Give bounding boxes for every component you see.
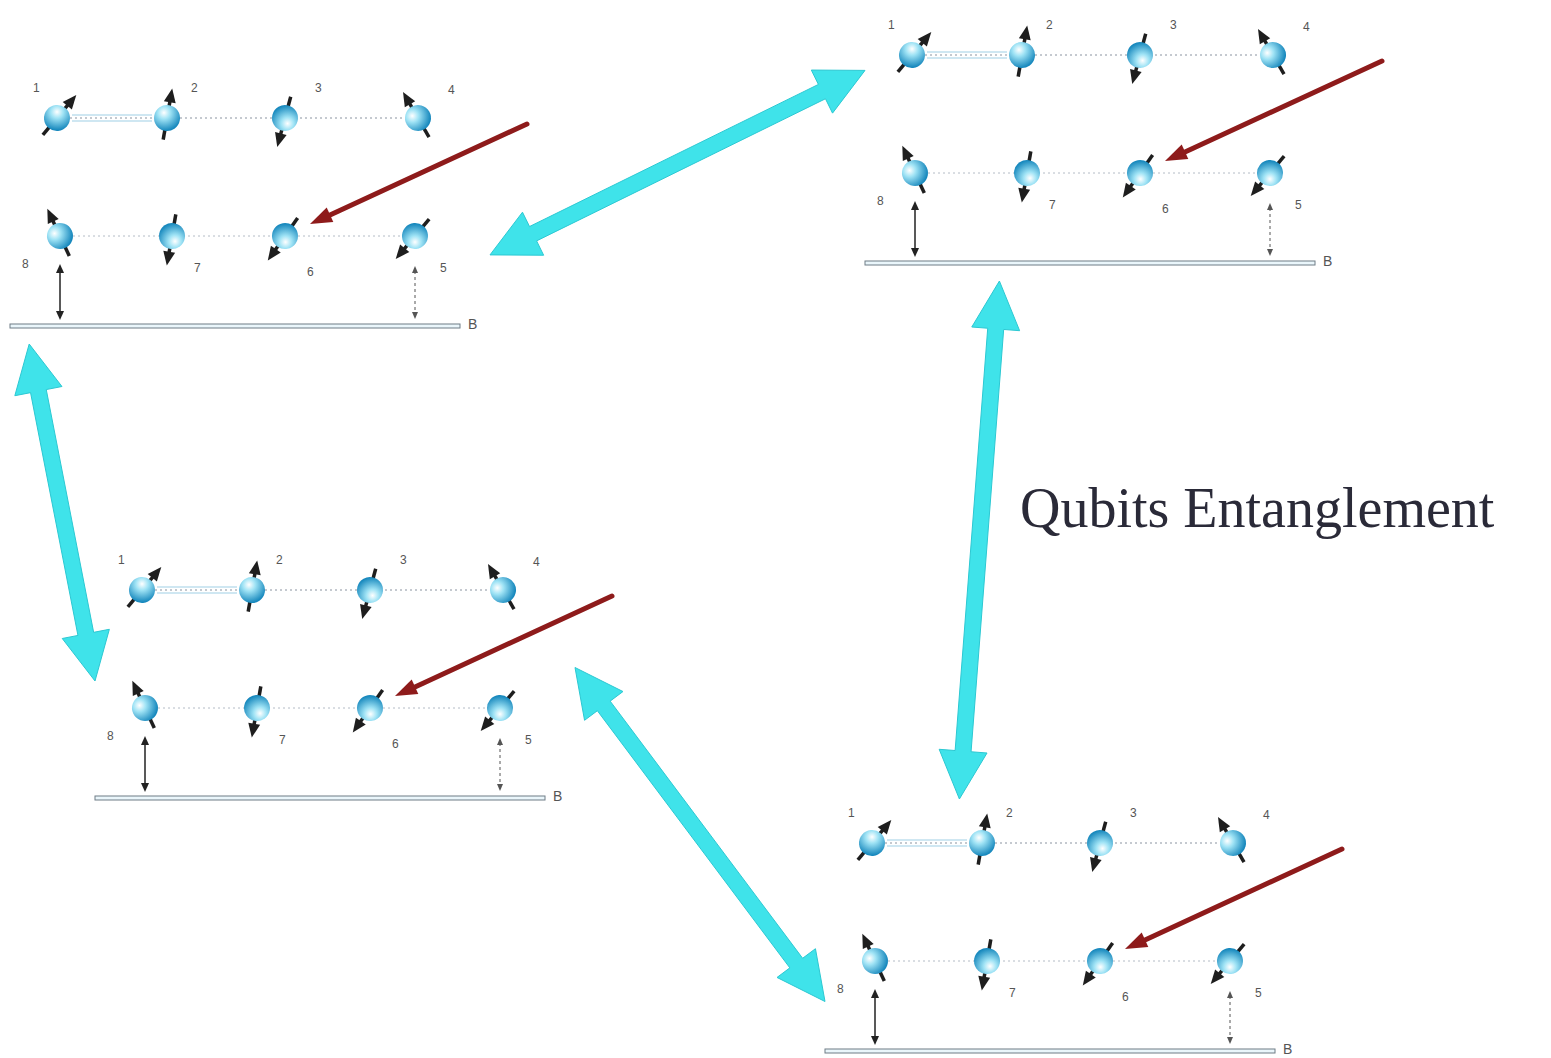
qubit-number: 2: [1046, 19, 1053, 31]
qubit-number: 6: [1162, 203, 1169, 215]
qubit-number: 3: [315, 82, 322, 94]
spin-panel: 1 2 3 4 8 7 6 5B: [95, 546, 575, 816]
spin-panel: 1 2 3 4 8 7 6 5B: [825, 799, 1305, 1058]
qubit-number: 8: [107, 730, 114, 742]
qubit-number: 6: [307, 266, 314, 278]
entanglement-arrow: [575, 668, 825, 1002]
spin-panel: [95, 558, 612, 800]
diagram-label: Qubits Entanglement: [1020, 478, 1494, 540]
qubit-number: 8: [837, 983, 844, 995]
qubit-number: 5: [440, 262, 447, 274]
spin-panel: [865, 23, 1382, 265]
qubit-number: 1: [118, 554, 125, 566]
qubit-number: 2: [276, 554, 283, 566]
entanglement-arrow: [490, 70, 865, 255]
qubit-number: 3: [400, 554, 407, 566]
field-label: B: [468, 317, 477, 331]
qubit-number: 6: [392, 738, 399, 750]
qubit-number: 5: [525, 734, 532, 746]
qubit-number: 1: [33, 82, 40, 94]
qubit-number: 4: [533, 556, 540, 568]
entanglement-arrow: [15, 344, 110, 681]
spin-panel: [825, 811, 1342, 1053]
qubit-number: 1: [888, 19, 895, 31]
spin-panel: [10, 86, 527, 328]
qubit-number: 7: [194, 262, 201, 274]
qubit-number: 4: [1263, 809, 1270, 821]
field-label: B: [553, 789, 562, 803]
field-label: B: [1283, 1042, 1292, 1056]
qubit-number: 8: [877, 195, 884, 207]
spin-panel: 1 2 3 4 8 7 6 5B: [10, 74, 490, 344]
qubit-number: 7: [1009, 987, 1016, 999]
qubit-number: 8: [22, 258, 29, 270]
qubit-number: 3: [1130, 807, 1137, 819]
qubit-number: 7: [279, 734, 286, 746]
qubit-number: 2: [1006, 807, 1013, 819]
qubit-number: 7: [1049, 199, 1056, 211]
qubit-number: 5: [1295, 199, 1302, 211]
entanglement-arrow: [939, 281, 1019, 799]
qubit-number: 3: [1170, 19, 1177, 31]
qubit-number: 6: [1122, 991, 1129, 1003]
spin-panel: 1 2 3 4 8 7 6 5B: [865, 11, 1345, 281]
qubit-number: 4: [1303, 21, 1310, 33]
field-label: B: [1323, 254, 1332, 268]
qubit-number: 4: [448, 84, 455, 96]
qubit-number: 2: [191, 82, 198, 94]
qubit-number: 1: [848, 807, 855, 819]
qubit-number: 5: [1255, 987, 1262, 999]
